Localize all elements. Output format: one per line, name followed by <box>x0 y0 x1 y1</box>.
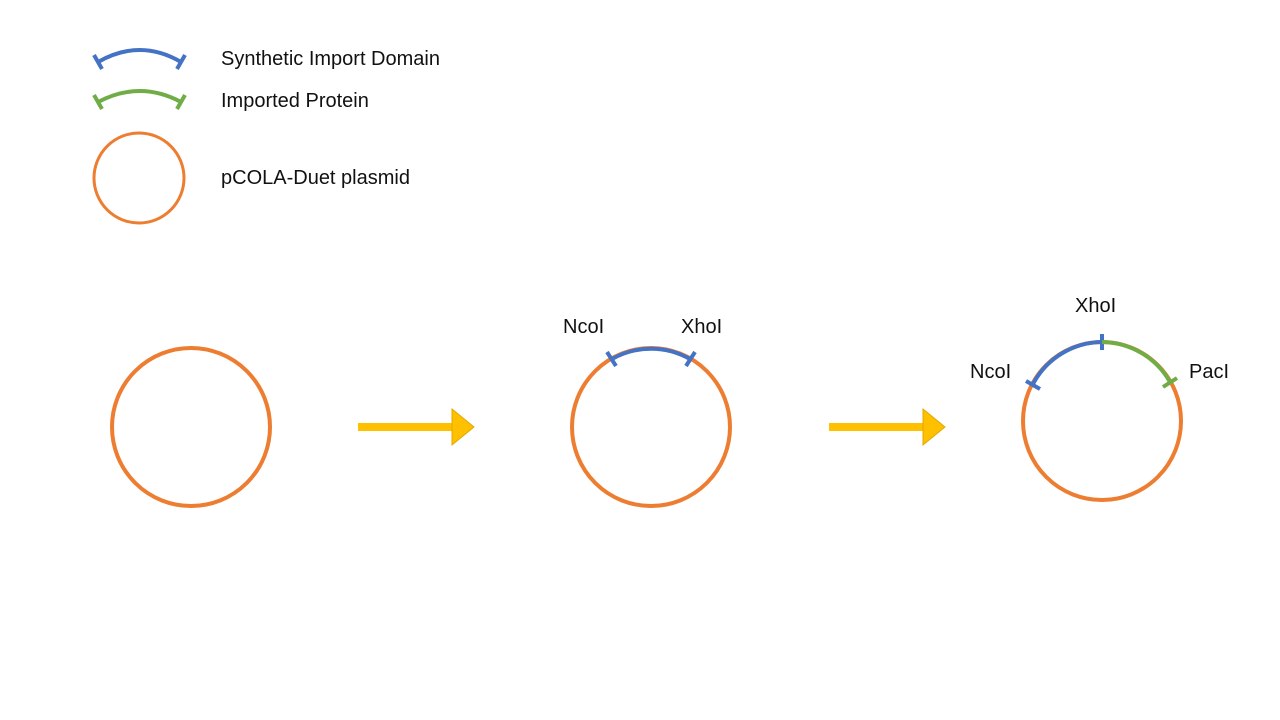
legend-label-synthetic-import-domain: Synthetic Import Domain <box>221 48 440 70</box>
imported-protein-step-3 <box>1101 340 1179 389</box>
legend-label-imported-protein: Imported Protein <box>221 90 369 112</box>
plasmid-step-2 <box>570 346 732 508</box>
site-label-ncoi-step-3: NcoI <box>970 361 1012 383</box>
legend-symbol-synthetic-import-domain <box>92 48 187 70</box>
arrow-1 <box>358 407 475 447</box>
site-label-xhoi-step-3: XhoI <box>1075 295 1117 317</box>
legend-label-plasmid: pCOLA-Duet plasmid <box>221 167 410 189</box>
plasmid-step-1 <box>110 346 272 508</box>
site-label-xhoi-step-2: XhoI <box>681 316 723 338</box>
site-label-ncoi-step-2: NcoI <box>563 316 605 338</box>
synthetic-import-domain-step-2 <box>605 346 697 368</box>
legend-symbol-plasmid <box>92 131 186 225</box>
synthetic-import-domain-step-3 <box>1025 334 1104 391</box>
legend-symbol-imported-protein <box>92 89 187 110</box>
arrow-2 <box>829 407 946 447</box>
site-label-paci-step-3: PacI <box>1189 361 1230 383</box>
